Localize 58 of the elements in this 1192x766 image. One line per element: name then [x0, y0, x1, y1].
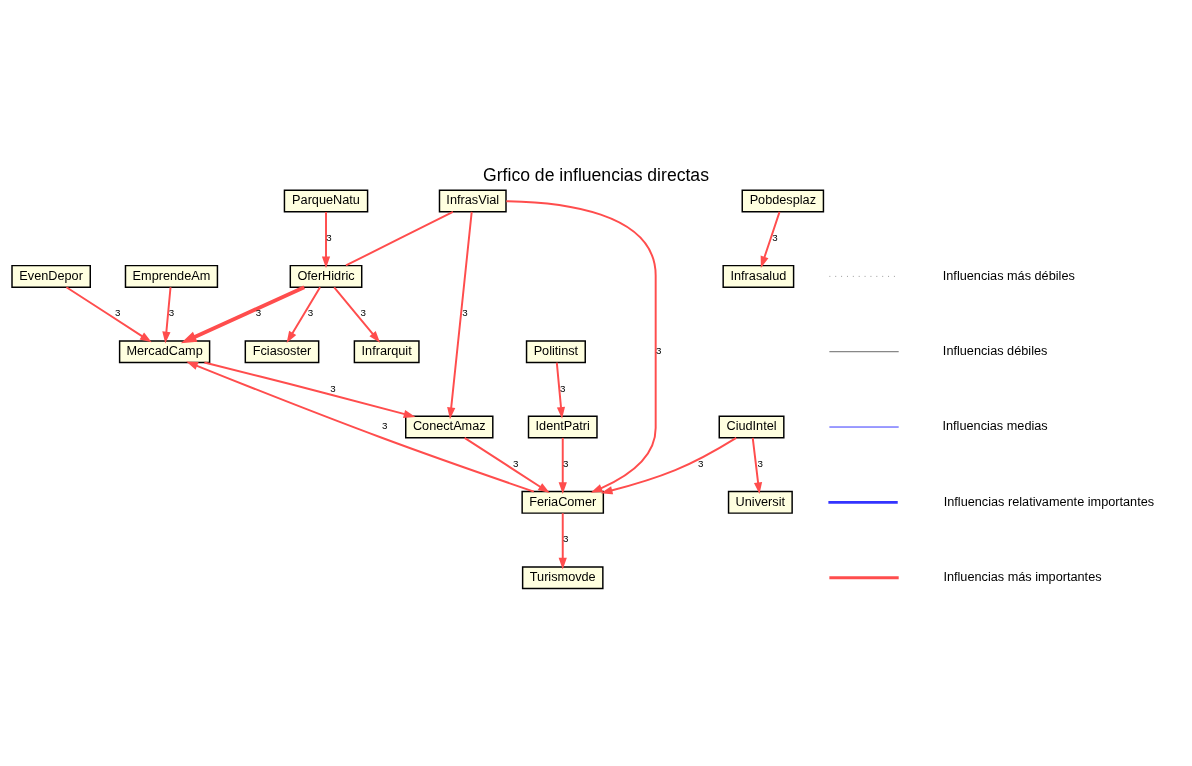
edge-label: 3 [462, 306, 468, 318]
arrow [447, 210, 473, 419]
edge-label: 3 [168, 306, 175, 318]
node-box: MercadCamp [118, 339, 211, 363]
node-box: ConectAmaz [405, 415, 494, 439]
node-box: Turismovde [521, 565, 604, 589]
edge-label: 3 [697, 457, 704, 469]
node-box: Pobdesplaz [741, 189, 825, 213]
node-box: EmprendeAm [124, 264, 219, 288]
arrow [751, 436, 763, 494]
arrow [600, 436, 738, 494]
node-box: ParqueNatu [283, 189, 369, 213]
node-box: Fciasoster [244, 339, 320, 363]
edge-label: 3 [326, 231, 332, 243]
arrow [463, 436, 550, 493]
node-box: EvenDepor [11, 264, 91, 288]
edge-label: 3 [513, 457, 519, 469]
arrow [65, 285, 152, 342]
arrow [186, 360, 535, 493]
node-box: Politinst [525, 339, 586, 363]
arrow [203, 361, 416, 418]
arrow [760, 210, 781, 268]
arrow [505, 199, 657, 493]
edge-label: 3 [307, 306, 314, 318]
arrow [333, 285, 381, 343]
node-box: FeriaComer [521, 490, 605, 514]
arrow [286, 285, 322, 343]
arrow [162, 285, 172, 343]
edge-label: 3 [330, 382, 336, 394]
node-box: CiudIntel [718, 415, 785, 439]
node-box: IdentPatri [527, 415, 598, 439]
arrow [555, 361, 566, 419]
node-box: OferHidric [289, 264, 363, 288]
edge-label: 3 [560, 382, 566, 394]
node-box: Infrarquit [353, 339, 420, 363]
edge-label: 3 [562, 457, 569, 469]
edge-label: 3 [255, 306, 262, 318]
edge-label: 3 [114, 306, 121, 318]
node-box: InfrasVial [438, 189, 507, 213]
edge-label: 3 [360, 306, 366, 318]
legend-label: Influencias más débiles [942, 267, 1075, 283]
node-box: Universit [727, 490, 793, 514]
edge-label: 3 [655, 344, 662, 356]
arrow [321, 210, 331, 268]
arrow [180, 284, 306, 343]
edge-label: 3 [381, 419, 388, 431]
legend-label: Influencias más importantes [943, 568, 1102, 584]
arrow [558, 436, 567, 494]
legend-label: Influencias relativamente importantes [943, 493, 1155, 509]
edge-label: 3 [772, 231, 778, 243]
edge-label: 3 [562, 532, 569, 544]
edge-label: 3 [757, 457, 764, 469]
arrow [558, 511, 567, 569]
node-box: Infrasalud [722, 264, 795, 288]
legend-label: Influencias medias [942, 417, 1048, 433]
diagram-title: Grfico de influencias directas [483, 164, 709, 185]
legend-label: Influencias débiles [942, 342, 1048, 358]
connector [344, 210, 454, 266]
